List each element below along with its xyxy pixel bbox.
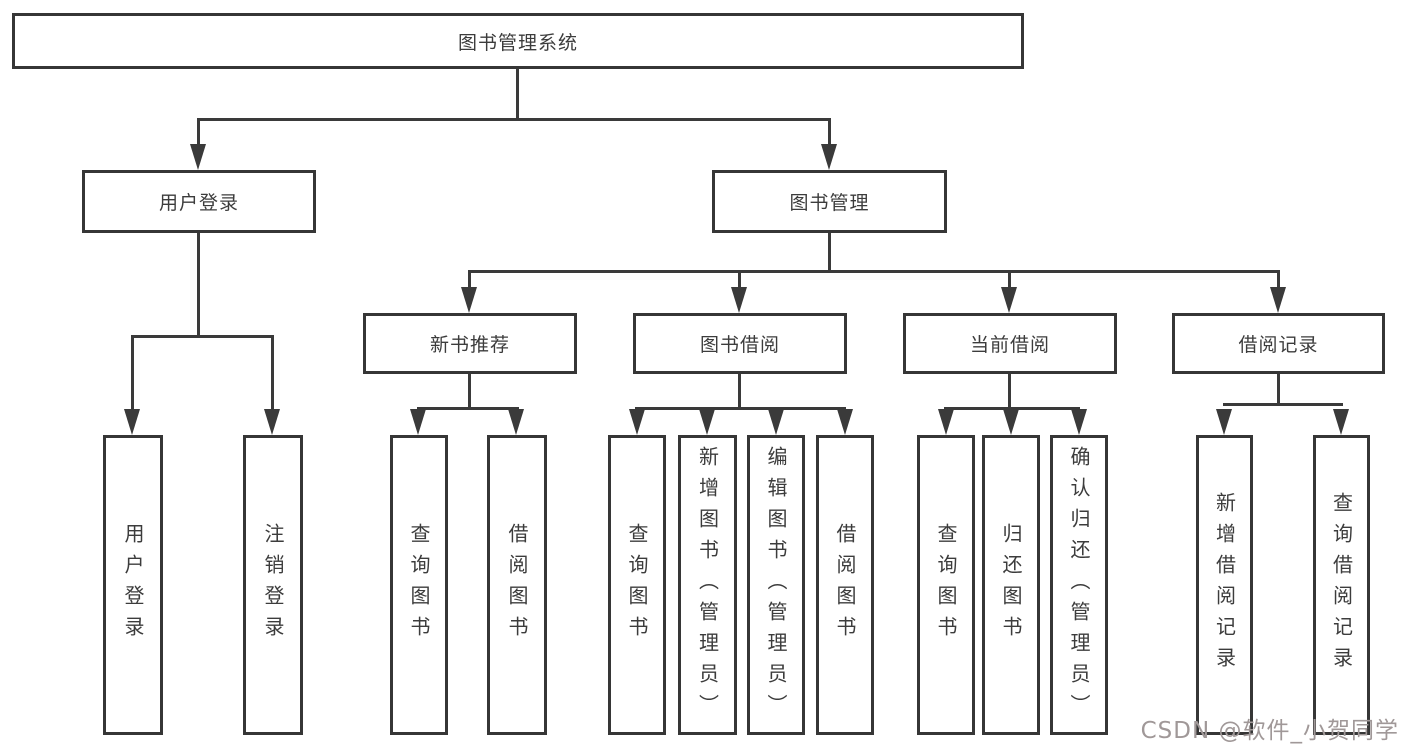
leaf-newbook-borrow: 借阅图书 (487, 435, 547, 735)
leaf-label: 编辑图书（管理员） (764, 445, 788, 725)
connector-mgmt-stub (828, 233, 831, 272)
connector-drop-user-login (197, 118, 200, 148)
leaf-label: 新增图书（管理员） (695, 445, 720, 725)
arrow-down-icon (1270, 287, 1286, 313)
connector-drop-borrow (738, 270, 741, 290)
arrow-down-icon (731, 287, 747, 313)
leaf-borrow-add-admin: 新增图书（管理员） (678, 435, 737, 735)
node-root-library-system: 图书管理系统 (12, 13, 1024, 69)
arrow-down-icon (508, 409, 524, 435)
leaf-label: 归还图书 (999, 523, 1023, 647)
connector-drop-logout (271, 335, 274, 412)
node-borrow-records: 借阅记录 (1172, 313, 1385, 374)
node-label: 新书推荐 (429, 334, 510, 356)
leaf-borrow-query: 查询图书 (608, 435, 666, 735)
node-new-book-recommend: 新书推荐 (363, 313, 577, 374)
node-label: 借阅记录 (1238, 334, 1319, 356)
connector-drop-login (131, 335, 134, 412)
arrow-down-icon (768, 409, 784, 435)
arrow-down-icon (1001, 287, 1017, 313)
arrow-down-icon (938, 409, 954, 435)
node-book-management-branch: 图书管理 (712, 170, 947, 233)
node-label: 当前借阅 (969, 334, 1050, 356)
connector-borrow-stub (738, 374, 741, 409)
leaf-borrow-book: 借阅图书 (816, 435, 874, 735)
leaf-label: 借阅图书 (505, 523, 529, 647)
leaf-record-add: 新增借阅记录 (1196, 435, 1253, 735)
node-label: 图书借阅 (699, 334, 780, 356)
arrow-down-icon (190, 144, 206, 170)
connector-newbook-rail (417, 407, 519, 410)
connector-record-rail (1223, 403, 1343, 406)
arrow-down-icon (821, 144, 837, 170)
connector-drop-book-mgmt (828, 118, 831, 148)
arrow-down-icon (124, 409, 140, 435)
arrow-down-icon (461, 287, 477, 313)
connector-borrow-rail (635, 407, 846, 410)
leaf-current-confirm-admin: 确认归还（管理员） (1050, 435, 1108, 735)
leaf-borrow-edit-admin: 编辑图书（管理员） (747, 435, 805, 735)
leaf-label: 用户登录 (121, 523, 145, 647)
leaf-record-query: 查询借阅记录 (1313, 435, 1370, 735)
connector-current-rail (944, 407, 1080, 410)
arrow-down-icon (1003, 409, 1019, 435)
arrow-down-icon (1071, 409, 1087, 435)
leaf-current-query: 查询图书 (917, 435, 975, 735)
connector-record-stub (1277, 374, 1280, 405)
leaf-newbook-query: 查询图书 (390, 435, 448, 735)
arrow-down-icon (1216, 409, 1232, 435)
node-user-login-branch: 用户登录 (82, 170, 316, 233)
connector-current-stub (1008, 374, 1011, 409)
leaf-label: 查询图书 (625, 523, 649, 647)
arrow-down-icon (699, 409, 715, 435)
connector-level2-rail (197, 118, 831, 121)
leaf-label: 查询图书 (407, 523, 431, 647)
leaf-current-return: 归还图书 (982, 435, 1040, 735)
connector-drop-newbook (468, 270, 471, 290)
connector-user-stub (197, 233, 200, 337)
arrow-down-icon (629, 409, 645, 435)
leaf-label: 查询借阅记录 (1329, 492, 1354, 678)
leaf-label: 注销登录 (261, 523, 285, 647)
node-label: 用户登录 (158, 192, 239, 214)
node-label: 图书管理 (789, 192, 870, 214)
leaf-label: 借阅图书 (833, 523, 857, 647)
node-book-borrowing: 图书借阅 (633, 313, 847, 374)
arrow-down-icon (264, 409, 280, 435)
leaf-label: 新增借阅记录 (1212, 492, 1237, 678)
leaf-user-login: 用户登录 (103, 435, 163, 735)
connector-drop-record (1277, 270, 1280, 290)
leaf-label: 确认归还（管理员） (1067, 445, 1091, 725)
csdn-watermark: CSDN @软件_小贺同学 (1140, 718, 1399, 744)
connector-drop-current (1008, 270, 1011, 290)
arrow-down-icon (837, 409, 853, 435)
connector-root-stub (516, 69, 519, 120)
arrow-down-icon (1333, 409, 1349, 435)
node-current-borrowing: 当前借阅 (903, 313, 1117, 374)
connector-level3-rail (468, 270, 1280, 273)
connector-user-rail (131, 335, 274, 338)
connector-newbook-stub (468, 374, 471, 409)
leaf-logout: 注销登录 (243, 435, 303, 735)
leaf-label: 查询图书 (934, 523, 958, 647)
arrow-down-icon (410, 409, 426, 435)
node-label: 图书管理系统 (457, 31, 578, 54)
